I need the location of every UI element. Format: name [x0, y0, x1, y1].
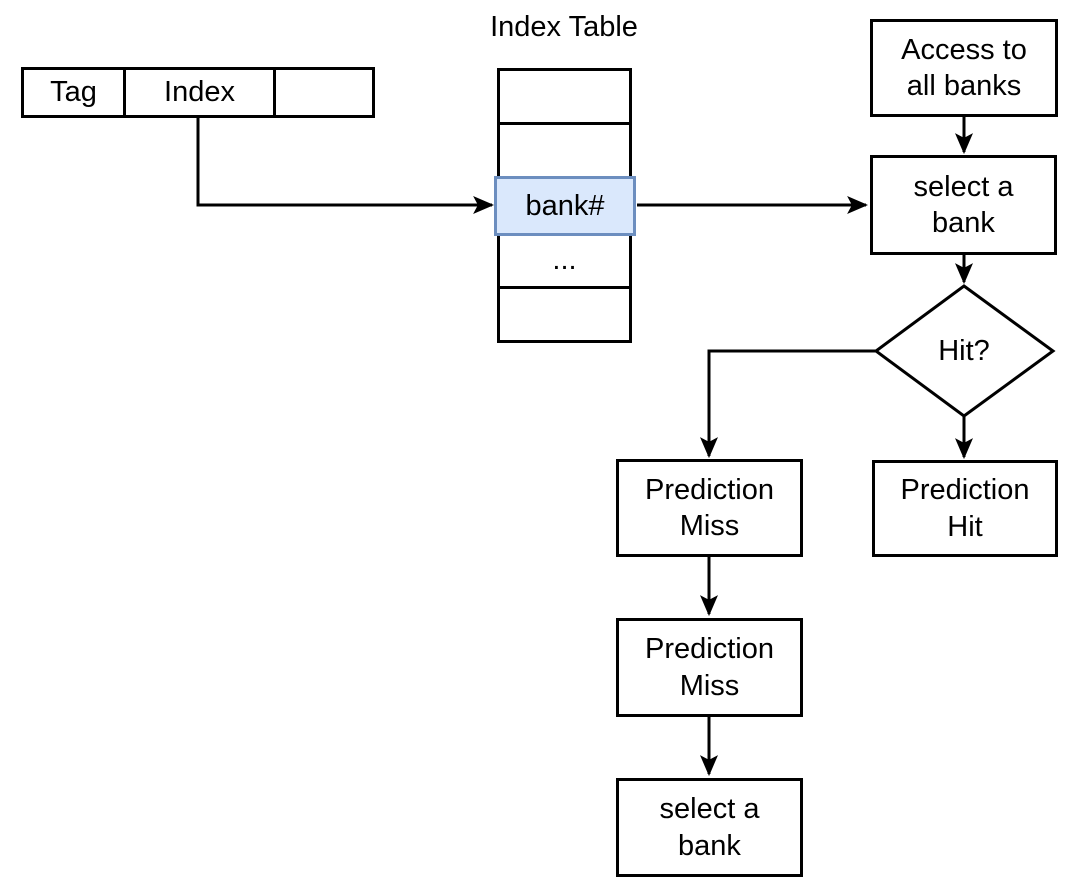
prediction-miss-1-box: Prediction Miss: [616, 459, 803, 557]
index-table-row-ellipsis: ...: [500, 234, 629, 289]
index-table-row: [500, 71, 629, 126]
index-table-row: [500, 125, 629, 180]
select-bank-top-box: select a bank: [870, 155, 1057, 255]
index-table-row: [500, 289, 629, 340]
prediction-miss-2-box: Prediction Miss: [616, 618, 803, 717]
prediction-hit-box: Prediction Hit: [872, 460, 1058, 557]
arrow-index-to-bank-row: [196, 118, 495, 214]
arrow-hit-to-prediction-miss: [700, 349, 876, 459]
index-cell: Index: [126, 70, 276, 115]
access-all-banks-box: Access to all banks: [870, 19, 1058, 117]
tag-cell: Tag: [24, 70, 126, 115]
address-word-box: Tag Index: [21, 67, 375, 118]
empty-cell: [276, 70, 372, 115]
select-bank-bottom-box: select a bank: [616, 778, 803, 877]
bank-number-cell: bank#: [494, 176, 636, 236]
hit-decision-label: Hit?: [938, 334, 990, 367]
index-table-title: Index Table: [490, 10, 638, 43]
